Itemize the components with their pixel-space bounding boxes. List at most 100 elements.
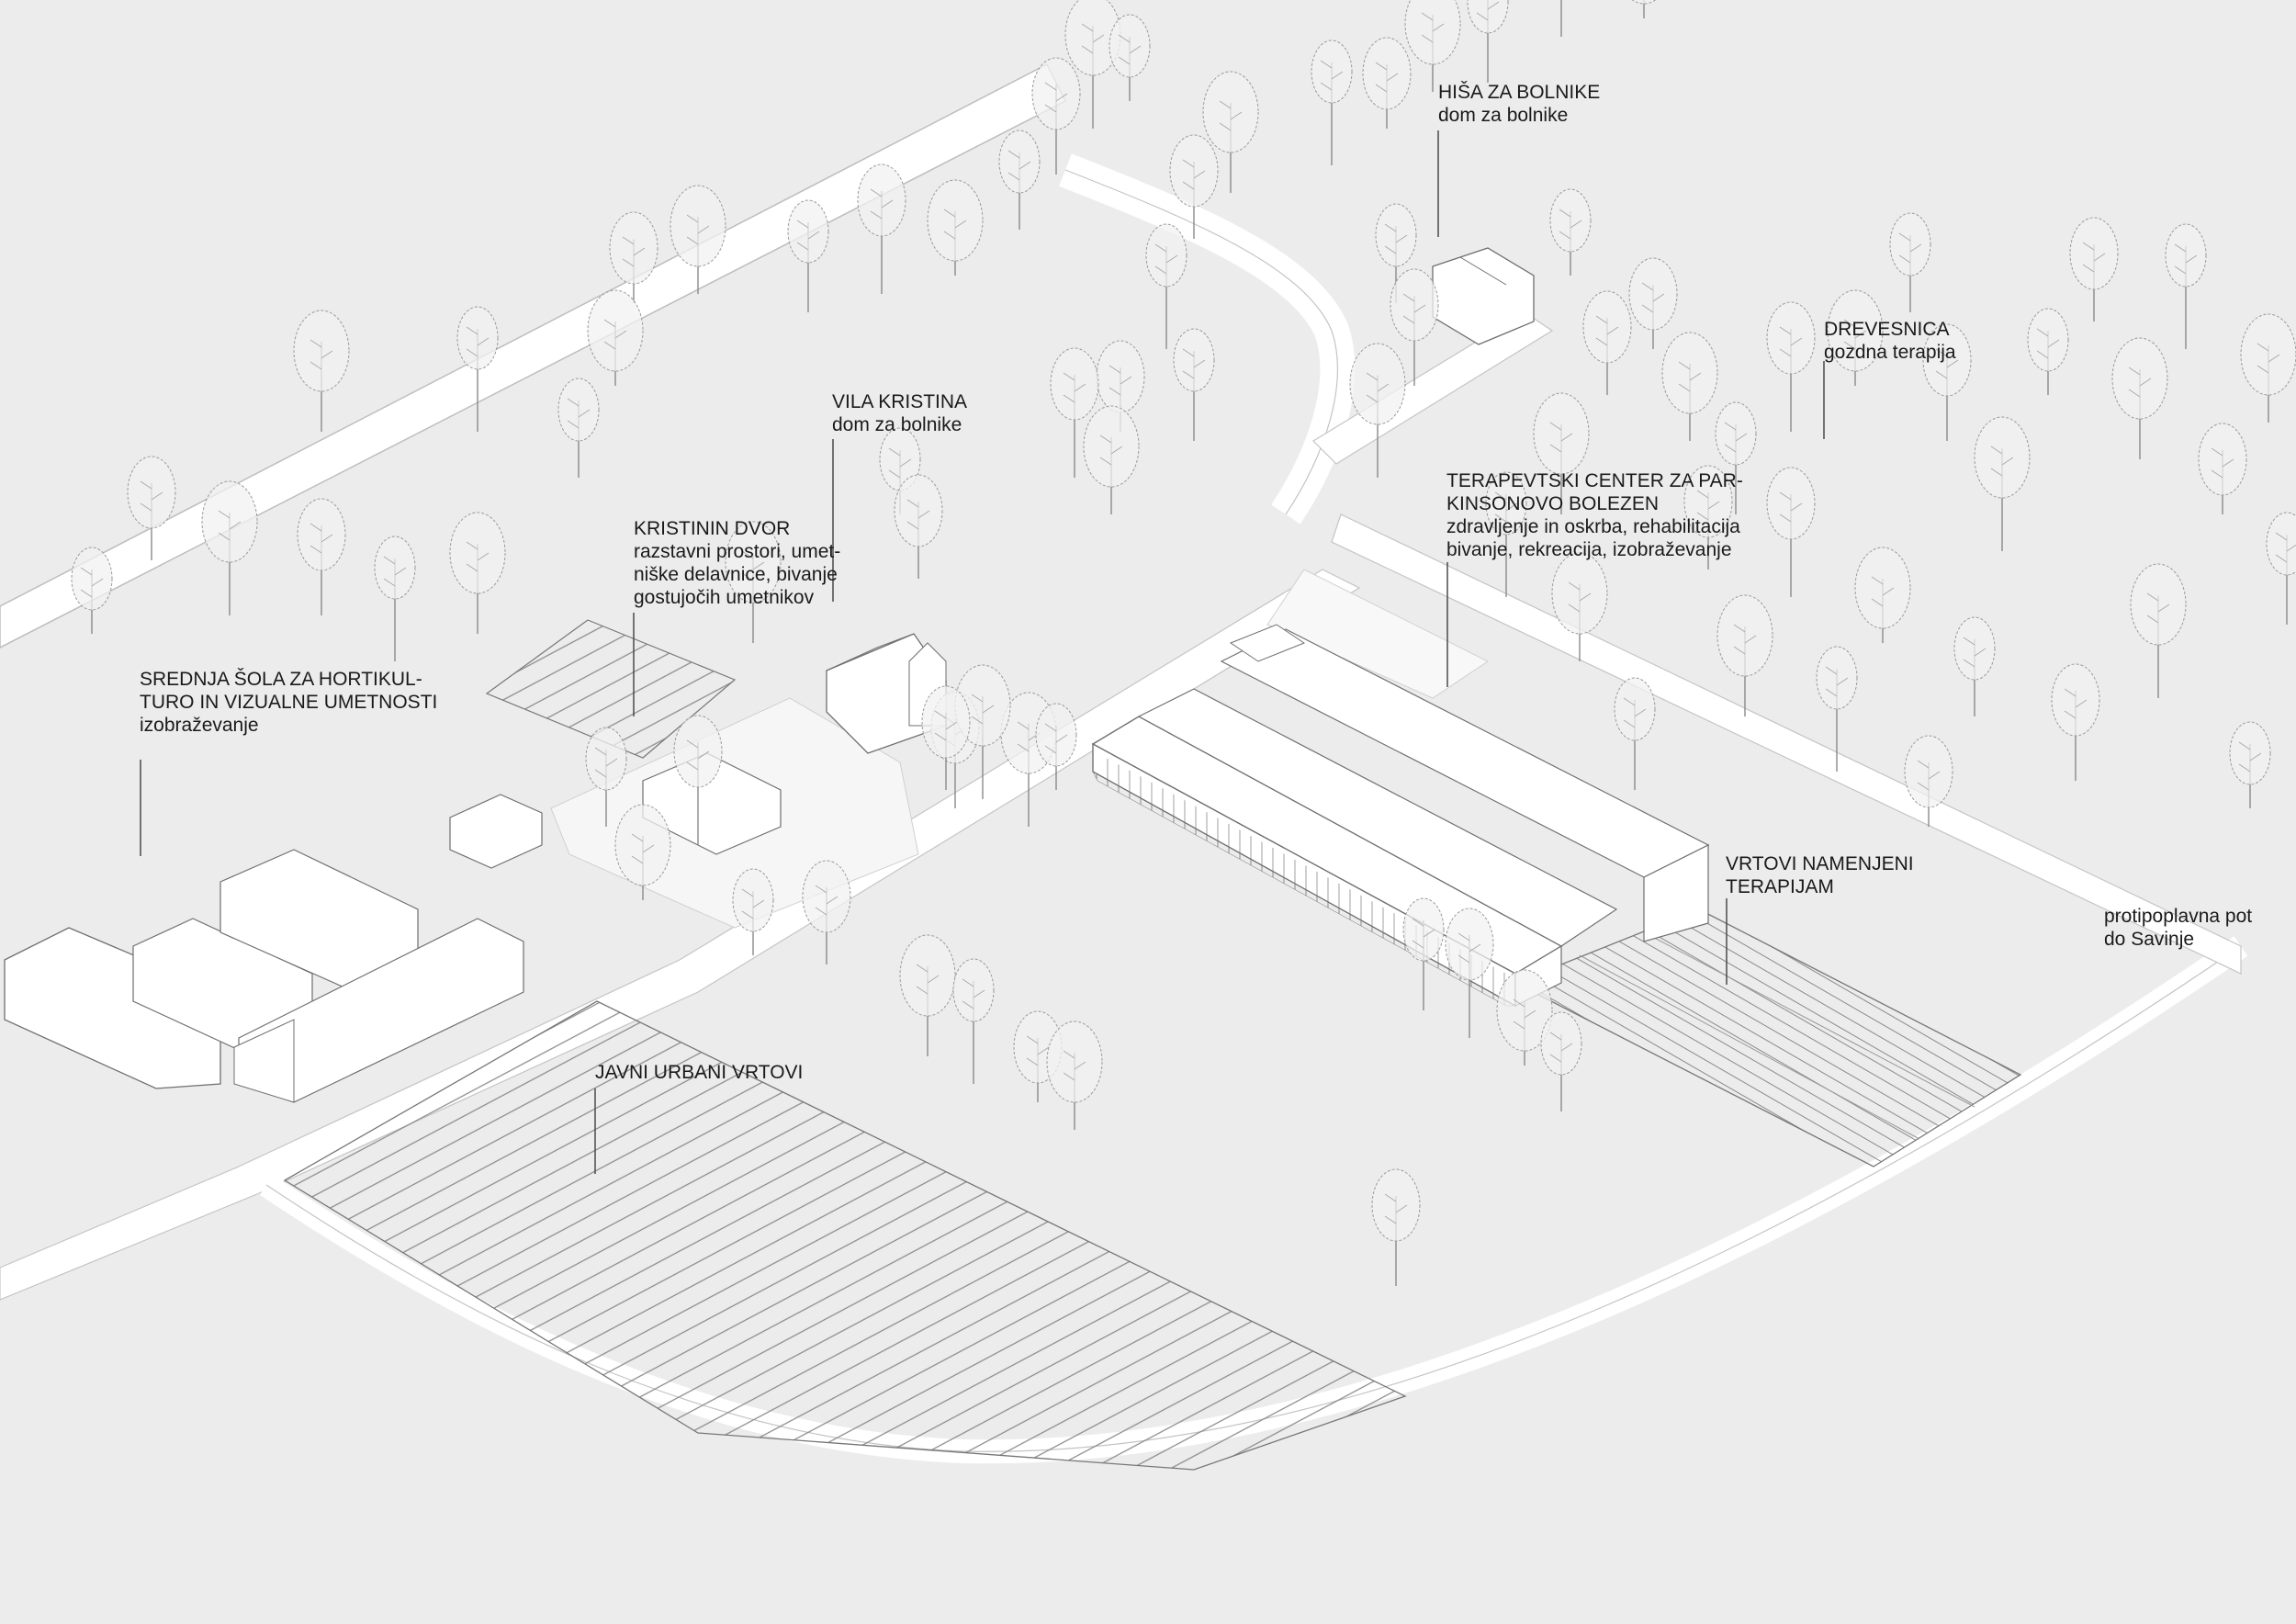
tree-icon xyxy=(1083,405,1140,514)
label-subtitle-line1: razstavni prostori, umet- xyxy=(634,541,841,562)
courtyard-gardens xyxy=(485,619,737,759)
tree-icon xyxy=(374,536,416,661)
label-subtitle: dom za bolnike xyxy=(832,414,962,435)
tree-icon xyxy=(1683,465,1733,570)
tree-icon xyxy=(1375,203,1417,303)
tree-icon xyxy=(670,185,726,294)
label-title: KRISTININ DVOR xyxy=(634,518,791,539)
tree-icon xyxy=(2027,308,2069,395)
tree-icon xyxy=(673,715,723,845)
label-kristinin-dvor: KRISTININ DVOR razstavni prostori, umet-… xyxy=(634,517,840,609)
label-title: DREVESNICA xyxy=(1824,319,1950,340)
tree-icon xyxy=(1362,37,1412,129)
tree-icon xyxy=(998,130,1041,230)
label-title-line2: TURO IN VIZUALNE UMETNOSTI xyxy=(140,692,438,713)
label-subtitle-line2: niške delavnice, bivanje xyxy=(634,564,838,585)
tree-icon xyxy=(2111,337,2168,459)
label-title: JAVNI URBANI VRTOVI xyxy=(595,1062,804,1083)
tree-icon xyxy=(787,199,829,312)
tree-icon xyxy=(899,934,956,1056)
tree-icon xyxy=(1549,188,1592,276)
label-protipoplavna-pot: protipoplavna pot do Savinje xyxy=(2104,905,2252,951)
tree-icon xyxy=(1904,735,1953,827)
tree-icon xyxy=(1922,323,1972,441)
tree-icon xyxy=(1169,134,1219,239)
label-title-line1: TERAPEVTSKI CENTER ZA PAR- xyxy=(1446,470,1743,491)
tree-icon xyxy=(1628,257,1678,349)
tree-icon xyxy=(609,211,658,303)
tree-icon xyxy=(1050,347,1099,478)
label-line1: protipoplavna pot xyxy=(2104,906,2253,927)
tree-icon xyxy=(293,310,350,432)
tree-icon xyxy=(456,306,499,432)
tree-icon xyxy=(1311,39,1353,165)
tree-icon xyxy=(1533,392,1590,514)
tree-icon xyxy=(1582,290,1632,395)
label-subtitle: izobraževanje xyxy=(140,715,259,736)
tree-icon xyxy=(614,804,671,900)
label-title: VILA KRISTINA xyxy=(832,391,968,412)
tree-icon xyxy=(127,456,176,560)
tree-icon xyxy=(952,958,995,1084)
public-urban-gardens-area xyxy=(283,1000,1407,1471)
tree-icon xyxy=(1953,616,1996,716)
tree-icon xyxy=(1614,677,1656,790)
label-drevesnica: DREVESNICA gozdna terapija xyxy=(1824,318,1956,364)
label-terapevtski-center: TERAPEVTSKI CENTER ZA PAR- KINSONOVO BOL… xyxy=(1446,469,1743,561)
tree-icon xyxy=(921,685,971,790)
tree-icon xyxy=(1496,969,1553,1066)
tree-icon xyxy=(1445,908,1494,1038)
label-title-line1: VRTOVI NAMENJENI xyxy=(1726,853,1914,874)
label-subtitle: dom za bolnike xyxy=(1438,105,1569,126)
tree-icon xyxy=(201,480,258,615)
tree-icon xyxy=(1551,552,1608,661)
label-vila-kristina: VILA KRISTINA dom za bolnike xyxy=(832,390,967,436)
tree-icon xyxy=(585,727,627,827)
tree-icon xyxy=(2266,512,2296,625)
tree-icon xyxy=(2051,663,2100,781)
tree-icon xyxy=(1540,1011,1582,1111)
tree-icon xyxy=(587,289,644,386)
label-srednja-sola: SREDNJA ŠOLA ZA HORTIKUL- TURO IN VIZUAL… xyxy=(140,668,437,737)
tree-icon xyxy=(802,860,851,964)
label-vrtovi-namenjeni-terapijam: VRTOVI NAMENJENI TERAPIJAM xyxy=(1726,852,1914,898)
tree-icon xyxy=(1390,268,1439,386)
tree-icon xyxy=(1031,57,1081,175)
tree-icon xyxy=(1889,212,1931,312)
label-subtitle-line3: gostujočih umetnikov xyxy=(634,587,815,608)
label-title: HIŠA ZA BOLNIKE xyxy=(1438,82,1601,103)
tree-icon xyxy=(2069,217,2119,321)
tree-icon xyxy=(2229,721,2271,808)
tree-icon xyxy=(1046,1021,1103,1130)
tree-icon xyxy=(1974,416,2031,551)
tree-icon xyxy=(297,498,346,615)
tree-icon xyxy=(1404,0,1461,92)
road-main xyxy=(0,569,1361,1301)
road-to-house xyxy=(1312,311,1554,465)
tree-icon xyxy=(732,868,774,955)
label-title-line2: KINSONOVO BOLEZEN xyxy=(1446,493,1660,514)
tree-icon xyxy=(1661,332,1718,441)
tree-icon xyxy=(2240,313,2296,423)
label-subtitle: gozdna terapija xyxy=(1824,342,1956,363)
tree-icon xyxy=(857,164,906,294)
tree-icon xyxy=(1716,594,1773,716)
tree-icon xyxy=(557,378,600,478)
school-buildings xyxy=(4,849,524,1103)
tree-icon xyxy=(894,474,943,579)
tree-icon xyxy=(1145,223,1187,349)
tree-icon xyxy=(1854,547,1911,643)
tree-icon xyxy=(1766,301,1816,432)
tree-icon xyxy=(1371,1168,1421,1286)
label-javni-urbani-vrtovi: JAVNI URBANI VRTOVI xyxy=(595,1061,803,1084)
tree-icon xyxy=(449,512,506,634)
tree-icon xyxy=(1173,328,1215,441)
tree-icon xyxy=(1467,0,1509,83)
tree-icon xyxy=(1560,0,1562,37)
tree-icon xyxy=(1402,897,1445,1010)
tree-icon xyxy=(71,547,113,634)
tree-icon xyxy=(1766,467,1816,597)
